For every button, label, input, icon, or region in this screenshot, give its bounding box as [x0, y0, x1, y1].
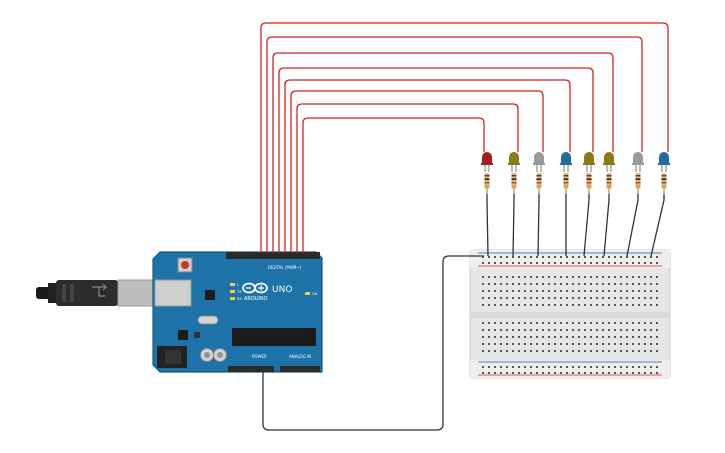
resistor-6: [606, 173, 612, 194]
led-3-white[interactable]: [533, 152, 545, 172]
resistor-5: [586, 173, 592, 194]
power-label: POWER: [252, 354, 267, 359]
led-8-blue[interactable]: [658, 152, 670, 172]
resistor-4: [563, 173, 569, 194]
signal-wire-7: [296, 103, 519, 253]
model-label: UNO: [272, 285, 292, 295]
digital-label: DIGITAL (PWM~): [268, 265, 302, 270]
analog-label: ANALOG IN: [289, 354, 311, 359]
power-header: [228, 366, 274, 372]
usb-jack: [154, 279, 192, 307]
signal-wire-5: [284, 79, 571, 253]
signal-wire-3: [272, 52, 614, 253]
resistor-8: [661, 173, 667, 194]
ground-wire-5: [583, 194, 590, 257]
ground-wire-2: [512, 194, 515, 257]
brand-label: ARDUINO: [244, 296, 268, 302]
led-7-white[interactable]: [632, 152, 644, 172]
gnd-rail-wire: [262, 255, 484, 431]
led-2-yellow[interactable]: [508, 152, 520, 172]
arduino-logo-icon: [242, 282, 268, 294]
on-label: ON: [312, 292, 318, 296]
resistor-2: [511, 173, 517, 194]
breadboard[interactable]: [469, 249, 671, 379]
resistor-7: [635, 173, 641, 194]
reset-button[interactable]: [181, 261, 189, 269]
resistor-3: [536, 173, 542, 194]
ground-wire-1: [486, 194, 489, 257]
breadboard-holes: [482, 256, 658, 374]
ground-wire-3: [537, 194, 540, 257]
led-4-blue[interactable]: [560, 152, 572, 172]
led-array: [481, 152, 670, 194]
signal-wire-8: [302, 117, 485, 253]
atmega-chip: [232, 328, 316, 346]
rx-label: RX: [237, 297, 242, 301]
ground-wire-6: [603, 194, 610, 257]
signal-wires: [260, 22, 669, 253]
led-6-yellow[interactable]: [603, 152, 615, 172]
arduino-uno-board[interactable]: L TX RX ON ARDUINO UNO DIGITAL (PWM~) PO…: [152, 251, 323, 373]
l-label: L: [237, 283, 239, 287]
digital-header: [226, 252, 320, 259]
ground-wire-8: [650, 194, 665, 257]
tx-label: TX: [236, 290, 242, 294]
signal-wire-6: [290, 90, 544, 253]
led-1-red[interactable]: [481, 152, 493, 172]
resistor-1: [484, 173, 490, 194]
ground-wire-7: [626, 194, 639, 257]
led-5-yellow[interactable]: [583, 152, 595, 172]
analog-header: [280, 366, 320, 372]
signal-wire-2: [266, 36, 643, 253]
signal-wire-1: [260, 22, 669, 253]
signal-wire-4: [278, 67, 594, 253]
ground-wires: [262, 194, 665, 431]
